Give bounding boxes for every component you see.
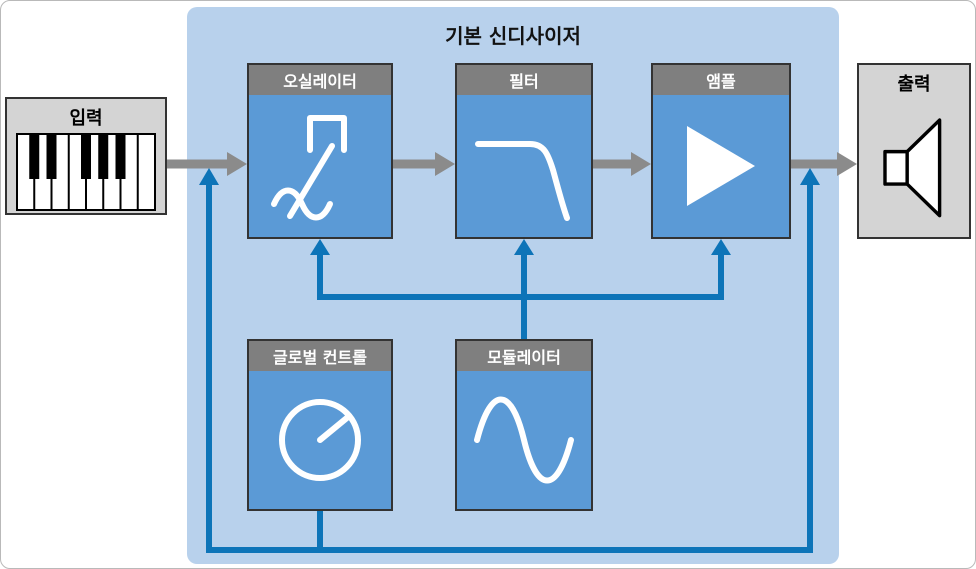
arrowhead-amp-to-output (837, 152, 857, 176)
node-global-controls: 글로벌 컨트롤 (247, 339, 393, 511)
sine-glyph (271, 187, 333, 221)
node-oscillator-header: 오실레이터 (249, 65, 391, 95)
node-amp-label: 앰플 (706, 72, 736, 91)
arrowhead-oscillator-to-filter (435, 152, 455, 176)
arrowhead-into-output-line (800, 168, 820, 185)
node-input-label: 입력 (69, 108, 103, 129)
arrowhead-input-to-oscillator (227, 152, 247, 176)
modulation-arrows (199, 168, 820, 553)
sawtooth-glyph (287, 143, 335, 219)
modulation-arrowheads (199, 168, 820, 255)
node-filter-label: 필터 (509, 72, 539, 91)
signal-flow-arrows (167, 152, 857, 176)
node-amp-body (653, 95, 789, 237)
node-input-body (7, 130, 165, 213)
node-filter-header: 필터 (457, 65, 591, 95)
node-filter-body (457, 95, 591, 237)
speaker-icon (883, 117, 942, 217)
node-filter: 필터 (455, 63, 593, 239)
arrowhead-into-input-line (199, 168, 219, 185)
node-modulator: 모듈레이터 (455, 339, 593, 511)
node-modulator-header: 모듈레이터 (457, 341, 591, 371)
arrowhead-into-oscillator (310, 239, 330, 255)
node-global-controls-body (249, 371, 391, 509)
node-output: 출력 (857, 63, 971, 239)
region-title: 기본 신디사이저 (445, 24, 581, 48)
node-global-controls-header: 글로벌 컨트롤 (249, 341, 391, 371)
arrowhead-into-filter (514, 239, 534, 255)
sine-wave-icon (474, 396, 574, 484)
node-oscillator-label: 오실레이터 (283, 72, 357, 91)
node-amp: 앰플 (651, 63, 791, 239)
node-output-label: 출력 (897, 74, 931, 95)
amplifier-triangle-icon (687, 126, 755, 206)
node-input: 입력 (5, 97, 167, 215)
wire-global-controls-loop (206, 185, 813, 553)
knob-icon (279, 399, 361, 481)
piano-keyboard-icon (16, 132, 156, 211)
node-modulator-label: 모듈레이터 (487, 348, 561, 367)
node-global-controls-label: 글로벌 컨트롤 (273, 348, 367, 367)
node-oscillator: 오실레이터 (247, 63, 393, 239)
node-output-body (859, 96, 969, 237)
node-modulator-body (457, 371, 591, 509)
square-wave-glyph (307, 115, 347, 153)
arrowhead-into-amp (711, 239, 731, 255)
lowpass-curve-icon (475, 141, 570, 221)
node-amp-header: 앰플 (653, 65, 789, 95)
waveforms-icon (271, 115, 347, 221)
node-oscillator-body (249, 95, 391, 237)
arrowhead-filter-to-amp (631, 152, 651, 176)
